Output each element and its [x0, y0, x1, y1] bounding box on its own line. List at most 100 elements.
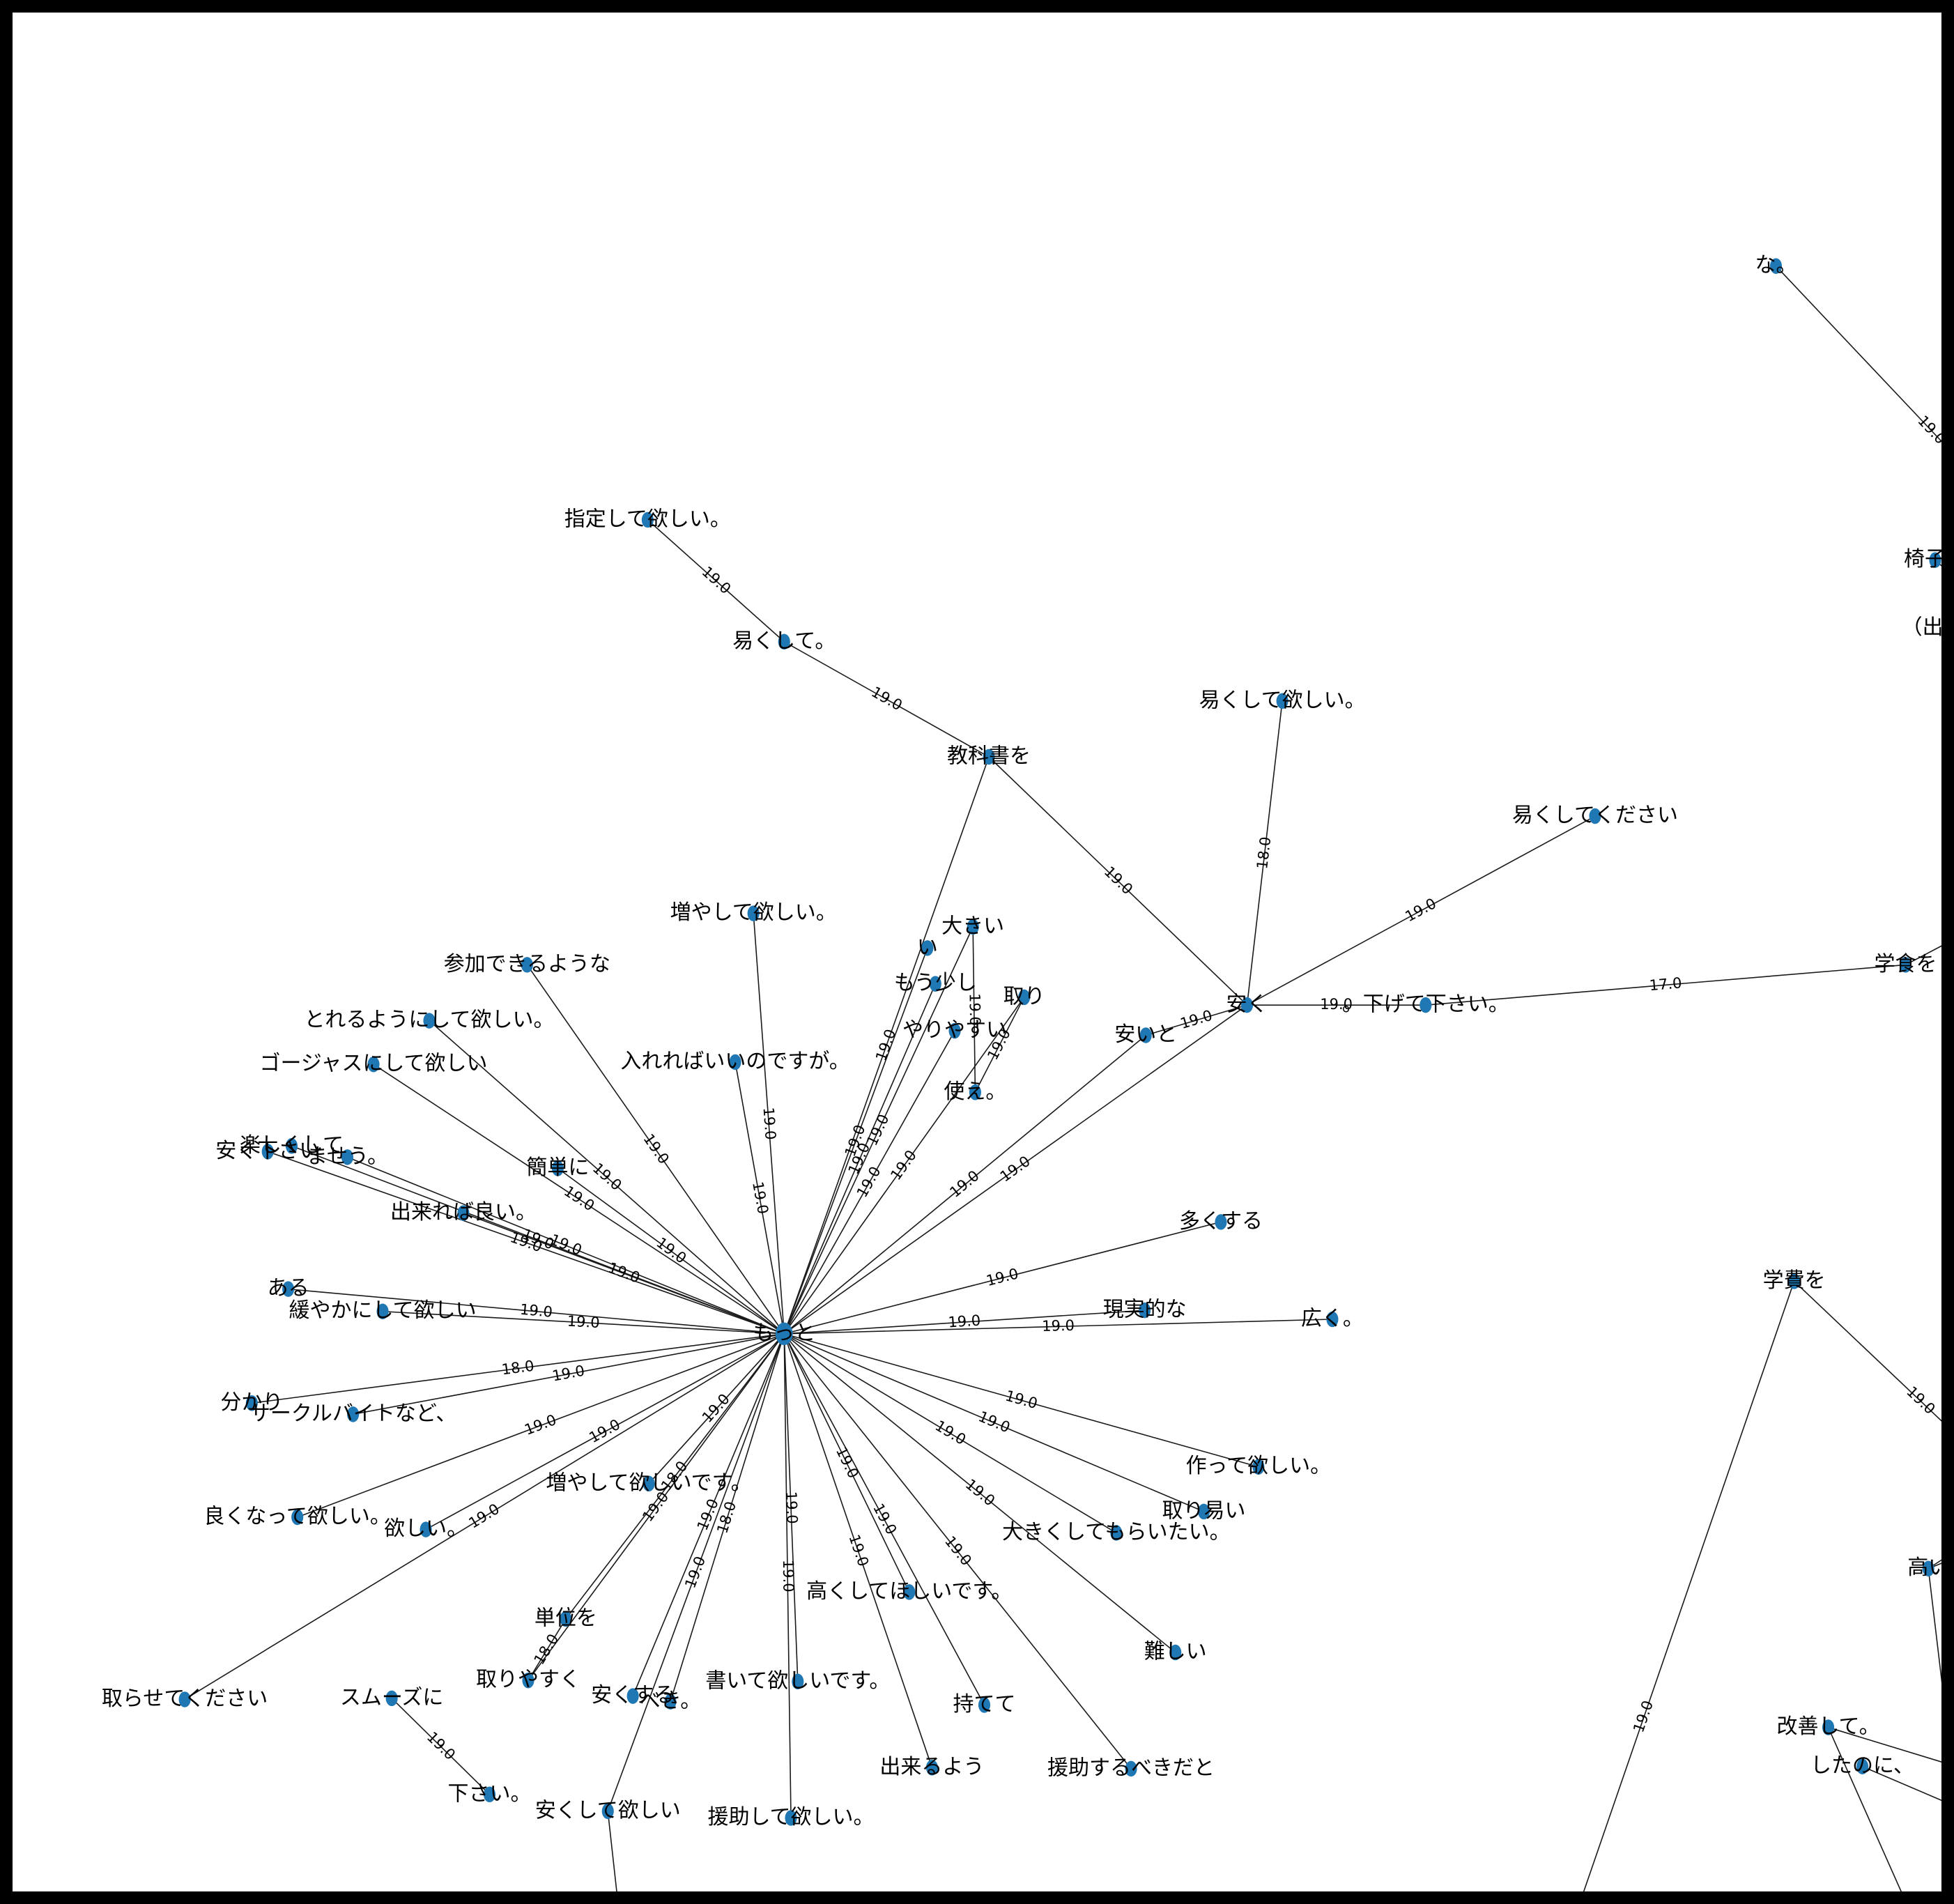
graph-edge: [648, 1333, 785, 1484]
graph-node[interactable]: [1252, 1459, 1265, 1475]
graph-node[interactable]: [978, 1697, 991, 1713]
graph-edge: [1827, 1727, 1902, 1891]
graph-node[interactable]: [1856, 1758, 1869, 1774]
graph-node[interactable]: [929, 976, 941, 992]
graph-node[interactable]: [341, 1149, 354, 1165]
graph-edge: [784, 1310, 1145, 1335]
node-label: もう少し: [894, 971, 977, 995]
graph-node[interactable]: [1822, 1719, 1835, 1735]
graph-node[interactable]: [1326, 1311, 1339, 1328]
edge-weight-label: 19.0: [976, 1408, 1013, 1436]
graph-node[interactable]: [1929, 552, 1941, 568]
node-label: 緩やかにして欲しい: [289, 1298, 477, 1323]
graph-node[interactable]: [948, 1022, 961, 1039]
graph-node[interactable]: [1899, 957, 1912, 973]
graph-node[interactable]: [522, 1672, 534, 1689]
graph-node[interactable]: [285, 1138, 298, 1154]
graph-node[interactable]: [747, 905, 760, 921]
node-label: 書いて欲しいです。: [705, 1668, 890, 1693]
graph-node[interactable]: [1788, 1273, 1801, 1289]
graph-edge: [607, 1333, 785, 1812]
node-label: とれるようにして欲しい。: [304, 1008, 554, 1032]
graph-node[interactable]: [1169, 1644, 1182, 1661]
graph-node[interactable]: [969, 1084, 981, 1100]
graph-node[interactable]: [664, 1694, 677, 1710]
graph-node[interactable]: [420, 1521, 432, 1537]
nodes-layer: [178, 258, 1941, 1826]
graph-node[interactable]: [626, 1688, 639, 1704]
graph-node[interactable]: [551, 1160, 564, 1176]
graph-node[interactable]: [483, 1786, 496, 1803]
graph-node[interactable]: [1197, 1503, 1210, 1520]
graph-edge: [1146, 1004, 1247, 1036]
node-label: 安く下さい: [215, 1139, 320, 1163]
graph-node[interactable]: [347, 1406, 360, 1422]
graph-node[interactable]: [643, 1475, 655, 1492]
graph-node[interactable]: [903, 1584, 916, 1600]
graph-node[interactable]: [641, 512, 654, 528]
graph-edge: [391, 1698, 491, 1795]
edge-weight-label: 19.0: [606, 1259, 642, 1287]
graph-node[interactable]: [601, 1803, 614, 1820]
graph-edge: [784, 1221, 1222, 1335]
graph-edge: [252, 1333, 785, 1404]
graph-node[interactable]: [1420, 997, 1432, 1013]
graph-node[interactable]: [1139, 1302, 1151, 1319]
edge-weight-label: 19.0: [760, 1107, 779, 1140]
graph-edge: [425, 1333, 785, 1530]
graph-node[interactable]: [560, 1611, 572, 1627]
graph-node[interactable]: [1769, 258, 1783, 274]
edge-weight-label: 19.0: [1630, 1698, 1656, 1735]
node-label: 取りやすく: [476, 1668, 580, 1692]
node-label: 現実的な: [1103, 1298, 1187, 1322]
graph-node[interactable]: [785, 1810, 797, 1826]
graph-node[interactable]: [1276, 693, 1288, 709]
graph-node[interactable]: [367, 1056, 380, 1073]
graph-node[interactable]: [385, 1690, 398, 1707]
graph-node[interactable]: [1589, 808, 1601, 824]
node-label: べき。: [640, 1689, 702, 1713]
node-label: い: [917, 935, 938, 960]
node-label: 良くなって欲しい。: [203, 1504, 391, 1528]
node-label: ある: [268, 1276, 309, 1300]
graph-node[interactable]: [1110, 1525, 1123, 1541]
graph-node[interactable]: [261, 1144, 274, 1160]
graph-node[interactable]: [921, 940, 934, 956]
graph-node[interactable]: [1125, 1760, 1137, 1777]
graph-node[interactable]: [457, 1205, 470, 1221]
graph-edge: [753, 913, 785, 1334]
graph-edge: [783, 1333, 910, 1592]
node-label: 広く。: [1301, 1306, 1364, 1330]
graph-node[interactable]: [983, 748, 995, 765]
graph-node[interactable]: [291, 1509, 304, 1526]
graph-node[interactable]: [245, 1395, 258, 1411]
node-label: 高くしてほしいです。: [806, 1579, 1012, 1604]
graph-edge: [1905, 945, 1941, 966]
graph-node[interactable]: [778, 634, 790, 650]
node-label: 安くして欲しい: [535, 1798, 681, 1822]
node-label: スムーズに: [340, 1685, 444, 1710]
graph-node[interactable]: [775, 1322, 793, 1346]
graph-node[interactable]: [282, 1281, 295, 1297]
graph-node[interactable]: [521, 957, 533, 973]
node-label: 安いと: [1114, 1022, 1177, 1047]
graph-edge: [1928, 1568, 1941, 1684]
graph-node[interactable]: [1018, 989, 1031, 1006]
graph-node[interactable]: [925, 1760, 938, 1776]
graph-node[interactable]: [1139, 1027, 1152, 1043]
graph-edge: [783, 983, 937, 1335]
graph-node[interactable]: [178, 1691, 191, 1707]
edge-weight-label: 19.0: [1320, 996, 1353, 1013]
graph-edge: [647, 519, 785, 643]
graph-node[interactable]: [1215, 1214, 1227, 1230]
graph-node[interactable]: [1240, 997, 1254, 1013]
graph-node[interactable]: [1922, 1560, 1934, 1576]
graph-node[interactable]: [376, 1303, 389, 1319]
graph-node[interactable]: [792, 1673, 804, 1690]
graph-node[interactable]: [729, 1054, 741, 1070]
edge-weight-label: 19.0: [682, 1554, 709, 1590]
edge-weight-label: 19.0: [1402, 895, 1439, 925]
graph-node[interactable]: [967, 919, 979, 935]
graph-node[interactable]: [423, 1013, 436, 1029]
